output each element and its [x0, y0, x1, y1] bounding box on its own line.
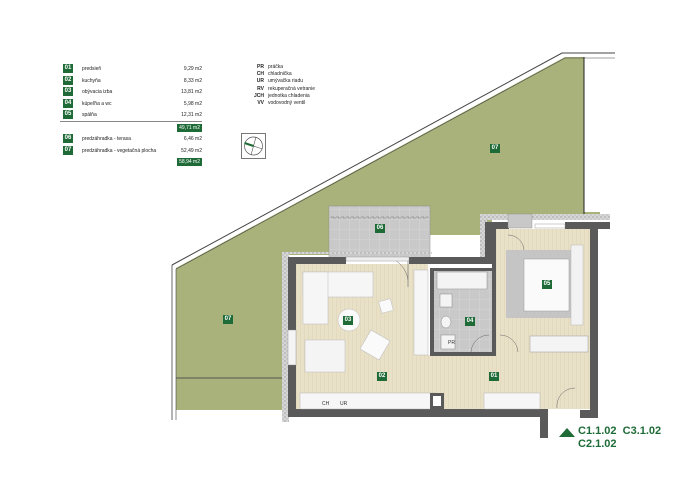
abbr-row: UR umývačka riadu	[240, 78, 360, 85]
room-legend: 01 predsieň 9,29 m2 02 kuchyňa 8,33 m2 03 obý…	[60, 63, 202, 167]
bathtub	[436, 271, 488, 290]
ur-label: UR	[340, 401, 348, 407]
abbr-key: VV	[257, 99, 264, 106]
legend-row: 05 spálňa 12,31 m2	[60, 109, 202, 121]
unit-code-line2: C2.1.02	[578, 438, 617, 450]
abbr-key: PR	[257, 64, 264, 70]
legend-row: 06 predzáhradka - terasa 6,46 m2	[60, 133, 202, 145]
abbr-row: VV vodovodný ventil	[240, 100, 360, 107]
abbr-key: CH	[256, 71, 264, 78]
subtotal-badge: 49,71 m2	[177, 123, 202, 132]
room-area: 9,29 m2	[183, 66, 202, 72]
room-label-01: 01	[489, 372, 499, 381]
abbr-row: PR práčka	[240, 64, 360, 71]
room-area: 52,49 m2	[181, 147, 202, 154]
room-number: 05	[63, 110, 73, 120]
abbr-value: rekuperačná vetranie	[268, 85, 315, 92]
abbr-row: CH chladnička	[240, 71, 360, 78]
room-label-04: 04	[465, 317, 475, 326]
legend-row: 07 predzáhradka - vegetačná plocha 52,49 m…	[60, 145, 202, 157]
room-label-02: 02	[377, 372, 387, 381]
legend-row: 04 kúpeľňa a wc 5,98 m2	[60, 98, 202, 110]
room-label-07: 07	[223, 315, 233, 324]
ch-label: CH	[322, 401, 330, 407]
compass-icon	[241, 133, 266, 159]
sink	[439, 293, 453, 308]
room-name: spálňa	[82, 112, 97, 119]
legend-row: 02 kuchyňa 8,33 m2	[60, 75, 202, 87]
room-area: 6,46 m2	[183, 135, 202, 142]
room-number: 04	[63, 98, 73, 108]
legend-row: 03 obývacia izba 13,81 m2	[60, 86, 202, 98]
room-area: 13,81 m2	[181, 89, 202, 96]
room-name: predsieň	[82, 66, 102, 72]
room-label-06: 06	[375, 224, 385, 233]
armchair	[378, 298, 394, 314]
room-name: obývacia izba	[82, 89, 113, 96]
subtotal-row: 49,71 m2	[60, 120, 202, 133]
room-label-05: 05	[542, 280, 552, 289]
washing-machine	[440, 334, 456, 350]
abbr-value: práčka	[268, 64, 284, 70]
shoe-cabinet	[483, 392, 541, 410]
room-number: 06	[63, 133, 73, 143]
abbr-key: UR	[256, 78, 264, 85]
abbr-value: jednotka chladenia	[268, 92, 310, 99]
outdoor-total-row: 58,94 m2	[60, 156, 202, 167]
room-name: predzáhradka - terasa	[82, 135, 131, 142]
room-area: 12,31 m2	[181, 112, 202, 119]
room-number: 07	[63, 145, 73, 155]
unit-code-line1: C1.1.02 C3.1.02	[578, 425, 662, 437]
room-number: 03	[63, 87, 73, 97]
abbr-value: vodovodný ventil	[268, 99, 306, 106]
abbreviation-legend: PR práčka CH chladnička UR umývačka riadu R…	[240, 64, 360, 107]
room-label-03: 03	[343, 316, 353, 325]
abbr-value: umývačka riadu	[268, 78, 304, 85]
room-label-07: 07	[490, 144, 500, 153]
kitchen-counter	[299, 392, 436, 410]
unit-codes: C1.1.02 C3.1.02 C2.1.02	[578, 425, 661, 451]
legend-row: 01 predsieň 9,29 m2	[60, 63, 202, 75]
room-number: 01	[63, 64, 73, 73]
pr-label: PR	[448, 340, 455, 346]
room-area: 8,33 m2	[183, 77, 202, 84]
abbr-row: JCH jednotka chladenia	[240, 93, 360, 100]
abbr-row: RV rekuperačná vetranie	[240, 86, 360, 93]
abbr-key: RV	[257, 85, 264, 92]
abbr-value: chladnička	[268, 71, 292, 78]
room-number: 02	[63, 75, 73, 85]
outdoor-total-badge: 58,94 m2	[177, 158, 202, 167]
room-name: predzáhradka - vegetačná plocha	[82, 147, 157, 154]
room-area: 5,98 m2	[183, 100, 202, 107]
dining-table	[304, 339, 346, 373]
toilet	[440, 315, 452, 329]
room-name: kuchyňa	[82, 77, 101, 84]
wardrobe	[529, 335, 589, 353]
armchair	[359, 329, 391, 361]
north-arrow-icon	[559, 428, 575, 437]
abbr-key: JCH	[253, 92, 264, 99]
room-name: kúpeľňa a wc	[82, 100, 112, 107]
